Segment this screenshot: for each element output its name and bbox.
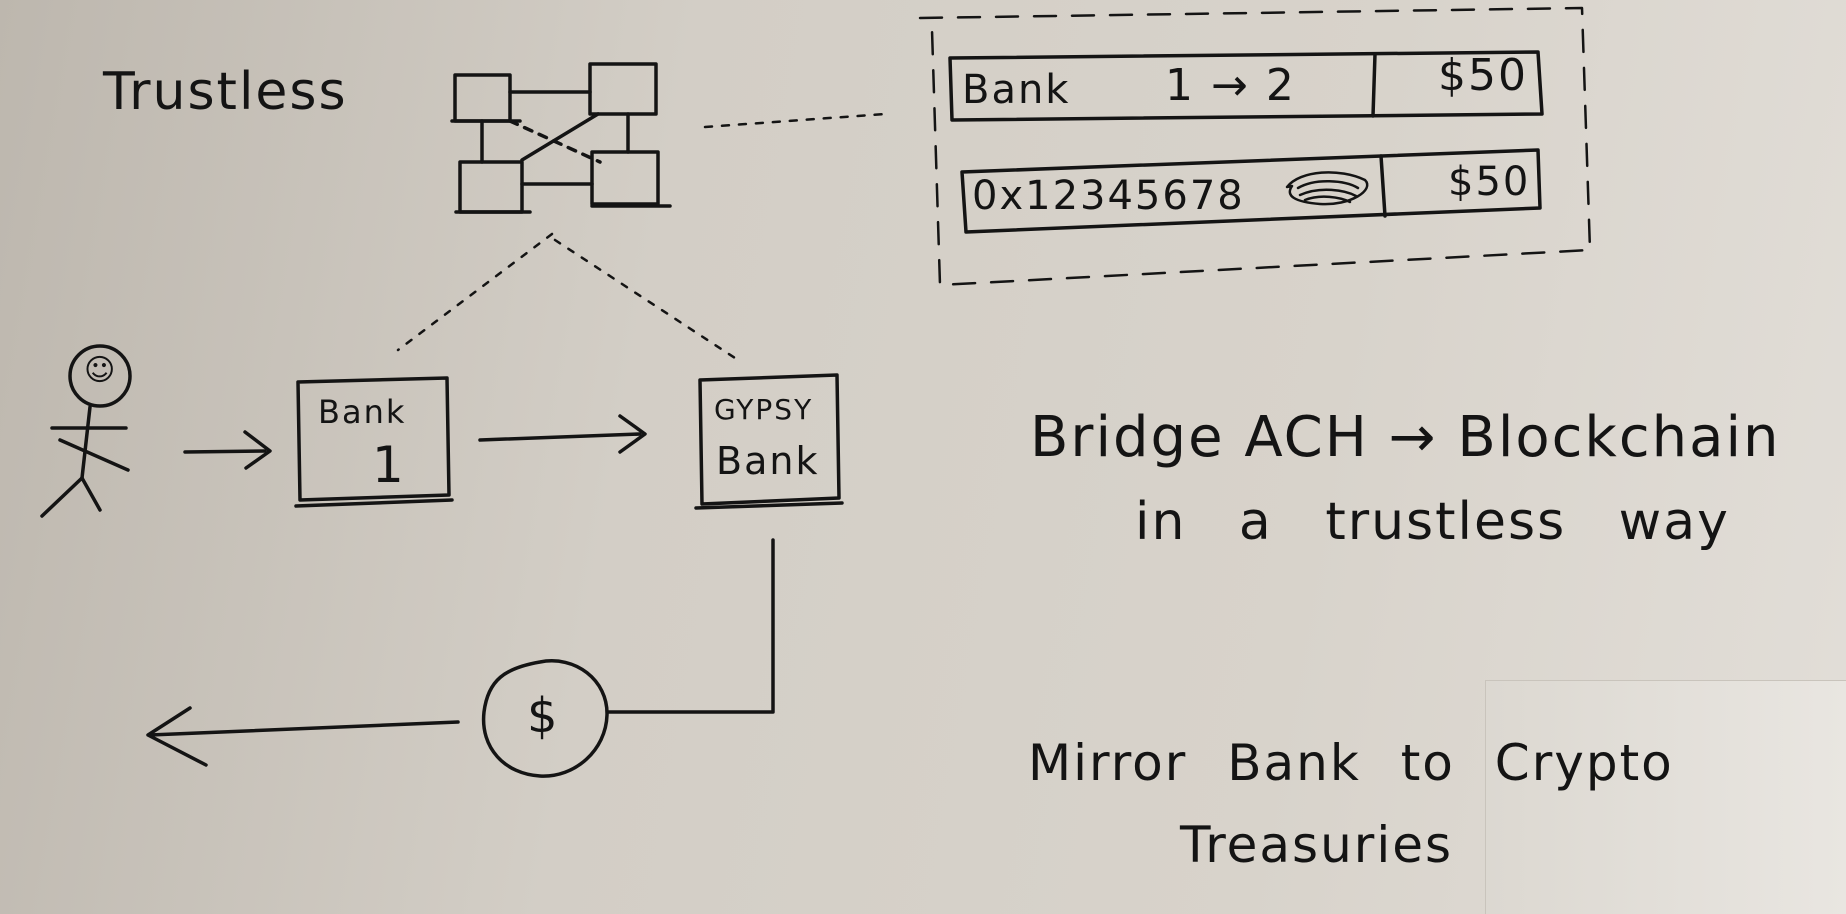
user-stick-figure xyxy=(40,344,132,518)
trustless-label: Trustless xyxy=(103,62,348,122)
network-to-gypsy-connector xyxy=(553,238,740,362)
scribble-mark xyxy=(1285,171,1369,206)
ledger-row1-desc: Bank xyxy=(962,67,1071,113)
gypsy-bank-box xyxy=(694,373,844,510)
coin-dollar-sign: $ xyxy=(527,688,558,744)
ledger-row-1 xyxy=(948,50,1544,122)
ledger-dashed-frame xyxy=(918,6,1592,287)
ledger-row1-transfer: 1 → 2 xyxy=(1165,60,1296,111)
gypsy-label: GYPSY xyxy=(714,393,814,426)
user-face: ☺ xyxy=(84,353,116,388)
paper-sticky-corner xyxy=(1485,680,1846,914)
bank1-label: Bank xyxy=(318,393,407,431)
blockchain-network-icon xyxy=(450,62,672,214)
dollar-coin xyxy=(481,659,609,778)
network-to-bank1-connector xyxy=(396,232,554,352)
network-to-ledger-connector xyxy=(703,112,887,129)
ledger-row2-address: 0x12345678 xyxy=(972,173,1245,219)
ledger-row-2 xyxy=(960,148,1542,234)
note-mirror-line2: Treasuries xyxy=(1180,816,1454,874)
bank1-box xyxy=(294,376,454,508)
gypsy-to-coin-line xyxy=(606,538,775,714)
arrow-coin-to-payout xyxy=(146,706,460,767)
note-bridge-line2: in a trustless way xyxy=(1135,492,1730,552)
gypsy-bank-label: Bank xyxy=(716,439,820,483)
note-mirror-line1: Mirror Bank to Crypto xyxy=(1028,734,1674,792)
ledger-row2-amount: $50 xyxy=(1448,159,1531,205)
note-bridge-line1: Bridge ACH → Blockchain xyxy=(1030,405,1781,470)
arrow-user-to-bank1 xyxy=(183,430,272,470)
bank1-number: 1 xyxy=(372,436,406,494)
arrow-bank1-to-gypsy xyxy=(478,414,647,454)
ledger-row1-amount: $50 xyxy=(1438,50,1528,101)
